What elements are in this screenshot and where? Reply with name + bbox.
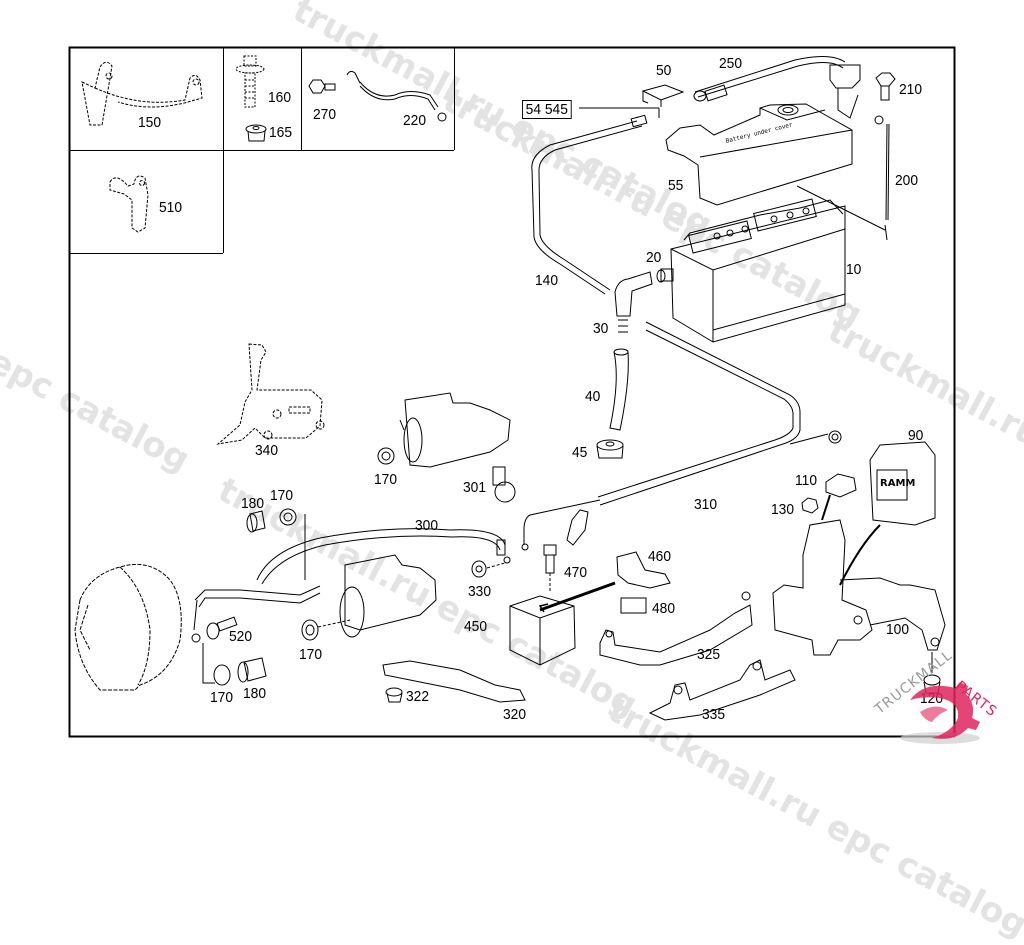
brand-logo: TRUCKMALL PARTS xyxy=(872,647,1024,750)
callout-40[interactable]: 40 xyxy=(585,388,601,405)
part-110-cover xyxy=(821,473,857,521)
part-340-bracket xyxy=(216,343,325,445)
callout-270[interactable]: 270 xyxy=(313,106,337,123)
callout-340[interactable]: 340 xyxy=(255,442,279,459)
part-330-nut xyxy=(471,560,487,578)
callout-480[interactable]: 480 xyxy=(652,600,676,617)
part-180-bushing xyxy=(237,657,267,683)
callout-320[interactable]: 320 xyxy=(503,706,527,723)
alternator xyxy=(74,563,182,691)
callout-170-left[interactable]: 170 xyxy=(270,487,294,504)
callout-310[interactable]: 310 xyxy=(694,496,718,513)
callout-170-upper[interactable]: 170 xyxy=(374,471,398,488)
callout-100[interactable]: 100 xyxy=(886,621,910,638)
part-40-hose xyxy=(609,348,629,431)
part-210-bolt xyxy=(875,72,896,101)
callout-450[interactable]: 450 xyxy=(464,618,488,635)
part-322-grommet xyxy=(385,687,403,703)
part-270-bolt xyxy=(308,79,336,94)
part-160-bolt xyxy=(235,55,265,108)
callout-170-middle[interactable]: 170 xyxy=(299,646,323,663)
aux-battery-brand: RAMM xyxy=(880,478,916,489)
callout-45[interactable]: 45 xyxy=(572,444,588,461)
part-90-aux-battery xyxy=(839,441,936,586)
callout-220[interactable]: 220 xyxy=(403,112,427,129)
callout-10[interactable]: 10 xyxy=(846,261,862,278)
callout-460[interactable]: 460 xyxy=(648,548,672,565)
callout-510[interactable]: 510 xyxy=(159,199,183,216)
part-480-connector xyxy=(620,597,647,614)
callout-130[interactable]: 130 xyxy=(771,501,795,518)
part-170-nut xyxy=(279,508,297,526)
part-450-fuse-box xyxy=(509,581,616,666)
callout-165[interactable]: 165 xyxy=(269,124,293,141)
callout-160[interactable]: 160 xyxy=(268,89,292,106)
callout-200[interactable]: 200 xyxy=(895,172,919,189)
part-55-battery-cover xyxy=(665,103,853,206)
part-460-fuse-holder xyxy=(616,551,671,589)
part-310-cable xyxy=(521,321,842,551)
part-130-nut xyxy=(801,497,819,514)
part-20-fitting xyxy=(656,268,674,283)
part-510-bracket xyxy=(109,175,149,233)
callout-335[interactable]: 335 xyxy=(702,706,726,723)
part-301-terminal xyxy=(492,466,516,503)
part-150-bracket xyxy=(81,61,203,126)
part-335-bracket xyxy=(648,659,796,721)
callout-30[interactable]: 30 xyxy=(593,320,609,337)
callout-520[interactable]: 520 xyxy=(229,628,253,645)
callout-300[interactable]: 300 xyxy=(415,517,439,534)
callout-150[interactable]: 150 xyxy=(138,114,162,131)
callout-180-upper[interactable]: 180 xyxy=(241,495,265,512)
callout-322[interactable]: 322 xyxy=(406,688,430,705)
callout-325[interactable]: 325 xyxy=(697,646,721,663)
part-45-grommet xyxy=(596,439,624,459)
callout-20[interactable]: 20 xyxy=(646,249,662,266)
callout-90[interactable]: 90 xyxy=(908,427,924,444)
part-325-bracket xyxy=(599,591,753,666)
part-165-grommet xyxy=(245,124,267,142)
callout-170-lower[interactable]: 170 xyxy=(210,689,234,706)
callout-180-lower[interactable]: 180 xyxy=(243,685,267,702)
part-100-bracket xyxy=(772,519,946,656)
part-520-bolt xyxy=(206,616,238,640)
part-30-elbow xyxy=(614,271,653,333)
diagram-linework xyxy=(68,46,956,738)
part-170-nut xyxy=(213,664,231,686)
callout-301[interactable]: 301 xyxy=(463,479,487,496)
callout-210[interactable]: 210 xyxy=(899,81,923,98)
part-470-fuse xyxy=(543,544,557,592)
part-320-bracket xyxy=(382,660,526,703)
part-starter-lower xyxy=(339,554,437,638)
part-140-cable xyxy=(531,114,648,295)
part-starter-upper xyxy=(399,392,511,468)
gear-icon xyxy=(900,682,980,744)
inset-boxes xyxy=(69,47,455,254)
callout-50[interactable]: 50 xyxy=(656,62,672,79)
callout-470[interactable]: 470 xyxy=(564,564,588,581)
callout-250[interactable]: 250 xyxy=(719,55,743,72)
callout-110[interactable]: 110 xyxy=(795,472,818,489)
part-180-bushing xyxy=(246,510,266,533)
callout-55[interactable]: 55 xyxy=(668,177,684,194)
callout-reference-54545[interactable]: 54 545 xyxy=(522,100,572,119)
part-300-cable xyxy=(191,528,511,643)
callout-330[interactable]: 330 xyxy=(468,583,492,600)
diagram-frame xyxy=(68,46,956,738)
part-170-nut xyxy=(377,447,395,465)
part-250-cable xyxy=(693,56,861,119)
part-10-battery xyxy=(670,198,846,343)
part-50-clip xyxy=(641,84,685,107)
callout-140[interactable]: 140 xyxy=(535,272,559,289)
part-170-nut xyxy=(301,619,319,641)
part-220-cable xyxy=(346,70,447,122)
part-200-ground-strap xyxy=(796,115,890,241)
